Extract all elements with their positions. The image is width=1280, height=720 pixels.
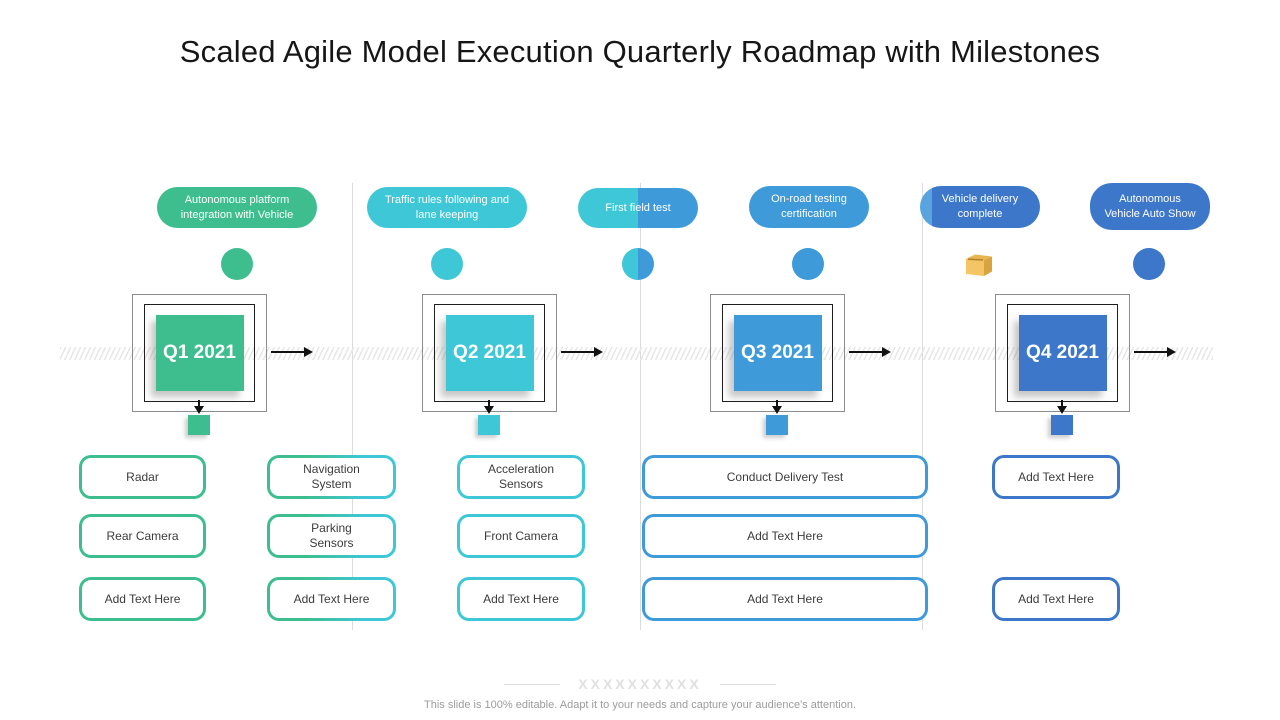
task-label: Conduct Delivery Test [645, 458, 925, 496]
down-arrow-icon [1057, 400, 1067, 414]
section-divider-2 [640, 183, 641, 630]
milestone-pill-auto-show[interactable]: Autonomous Vehicle Auto Show [1090, 183, 1210, 230]
task-box-parking-sensors[interactable]: Parking Sensors [267, 514, 396, 558]
milestone-label: Autonomous platform integration with Veh… [180, 193, 294, 221]
page-title: Scaled Agile Model Execution Quarterly R… [179, 34, 1101, 69]
task-box-navigation-system[interactable]: Navigation System [267, 455, 396, 499]
quarter-group-q4: Q4 2021 [995, 294, 1176, 435]
milestone-dot-icon [1133, 248, 1165, 280]
section-divider-1 [352, 183, 353, 630]
task-label: Add Text Here [645, 580, 925, 618]
milestone-dot-icon [221, 248, 253, 280]
watermark-line [719, 683, 776, 685]
footer-watermark: XXXXXXXXXX [0, 676, 1280, 692]
quarter-label-box[interactable]: Q4 2021 [1018, 315, 1107, 391]
package-icon [961, 250, 995, 283]
task-label: Front Camera [460, 517, 582, 555]
milestone-label: Autonomous Vehicle Auto Show [1104, 192, 1196, 220]
timeline-hatch-band [60, 347, 1213, 360]
right-arrow-icon [1134, 347, 1176, 357]
quarter-group-q1: Q1 2021 [132, 294, 313, 435]
quarter-inner-frame: Q2 2021 [434, 304, 545, 402]
task-box-add-text-placeholder[interactable]: Add Text Here [992, 577, 1120, 621]
task-label: Navigation System [270, 458, 393, 496]
right-arrow-icon [849, 347, 891, 357]
quarter-group-q2: Q2 2021 [422, 294, 603, 435]
milestone-pill-on-road-testing[interactable]: On-road testing certification [749, 186, 869, 228]
milestone-pill-traffic-rules[interactable]: Traffic rules following and lane keeping [367, 187, 527, 228]
quarter-label: Q1 2021 [163, 342, 236, 363]
task-box-add-text-placeholder[interactable]: Add Text Here [457, 577, 585, 621]
quarter-label-box[interactable]: Q1 2021 [155, 315, 244, 391]
quarter-label: Q4 2021 [1026, 342, 1099, 363]
milestone-label: Traffic rules following and lane keeping [384, 193, 510, 221]
down-arrow-icon [194, 400, 204, 414]
milestone-dot-icon [622, 248, 654, 280]
down-arrow-icon [484, 400, 494, 414]
right-arrow-icon [271, 347, 313, 357]
task-label: Add Text Here [270, 580, 393, 618]
quarter-label-box[interactable]: Q2 2021 [445, 315, 534, 391]
task-box-front-camera[interactable]: Front Camera [457, 514, 585, 558]
section-divider-3 [922, 183, 923, 630]
timeline-chip [766, 415, 788, 435]
task-label: Add Text Here [995, 458, 1117, 496]
quarter-inner-frame: Q4 2021 [1007, 304, 1118, 402]
task-box-radar[interactable]: Radar [79, 455, 206, 499]
down-arrow-icon [772, 400, 782, 414]
quarter-group-q3: Q3 2021 [710, 294, 891, 435]
task-label: Add Text Here [460, 580, 582, 618]
quarter-inner-frame: Q1 2021 [144, 304, 255, 402]
task-box-rear-camera[interactable]: Rear Camera [79, 514, 206, 558]
quarter-inner-frame: Q3 2021 [722, 304, 833, 402]
right-arrow-icon [561, 347, 603, 357]
task-box-add-text-placeholder[interactable]: Add Text Here [79, 577, 206, 621]
task-label: Acceleration Sensors [460, 458, 582, 496]
milestone-pill-autonomous-platform[interactable]: Autonomous platform integration with Veh… [157, 187, 317, 228]
task-label: Add Text Here [995, 580, 1117, 618]
milestone-pill-first-field-test[interactable]: First field test [578, 188, 698, 228]
task-box-add-text-placeholder[interactable]: Add Text Here [642, 577, 928, 621]
task-box-add-text-placeholder[interactable]: Add Text Here [267, 577, 396, 621]
timeline-chip [188, 415, 210, 435]
task-box-conduct-delivery-test[interactable]: Conduct Delivery Test [642, 455, 928, 499]
task-label: Add Text Here [645, 517, 925, 555]
milestone-dot-icon [431, 248, 463, 280]
milestone-label: First field test [605, 201, 671, 214]
timeline-chip [478, 415, 500, 435]
quarter-label: Q3 2021 [741, 342, 814, 363]
milestone-dot-icon [792, 248, 824, 280]
timeline-chip [1051, 415, 1073, 435]
task-box-add-text-placeholder[interactable]: Add Text Here [992, 455, 1120, 499]
task-label: Add Text Here [82, 580, 203, 618]
task-label: Parking Sensors [270, 517, 393, 555]
quarter-label: Q2 2021 [453, 342, 526, 363]
task-box-add-text-placeholder[interactable]: Add Text Here [642, 514, 928, 558]
task-label: Rear Camera [82, 517, 203, 555]
task-box-acceleration-sensors[interactable]: Acceleration Sensors [457, 455, 585, 499]
watermark-line [504, 683, 561, 685]
watermark-text: XXXXXXXXXX [578, 676, 702, 692]
milestone-pill-vehicle-delivery[interactable]: Vehicle delivery complete [920, 186, 1040, 228]
milestone-label: On-road testing certification [771, 193, 847, 220]
milestone-label: Vehicle delivery complete [941, 193, 1019, 220]
quarter-label-box[interactable]: Q3 2021 [733, 315, 822, 391]
task-label: Radar [82, 458, 203, 496]
footer-note: This slide is 100% editable. Adapt it to… [424, 699, 856, 711]
